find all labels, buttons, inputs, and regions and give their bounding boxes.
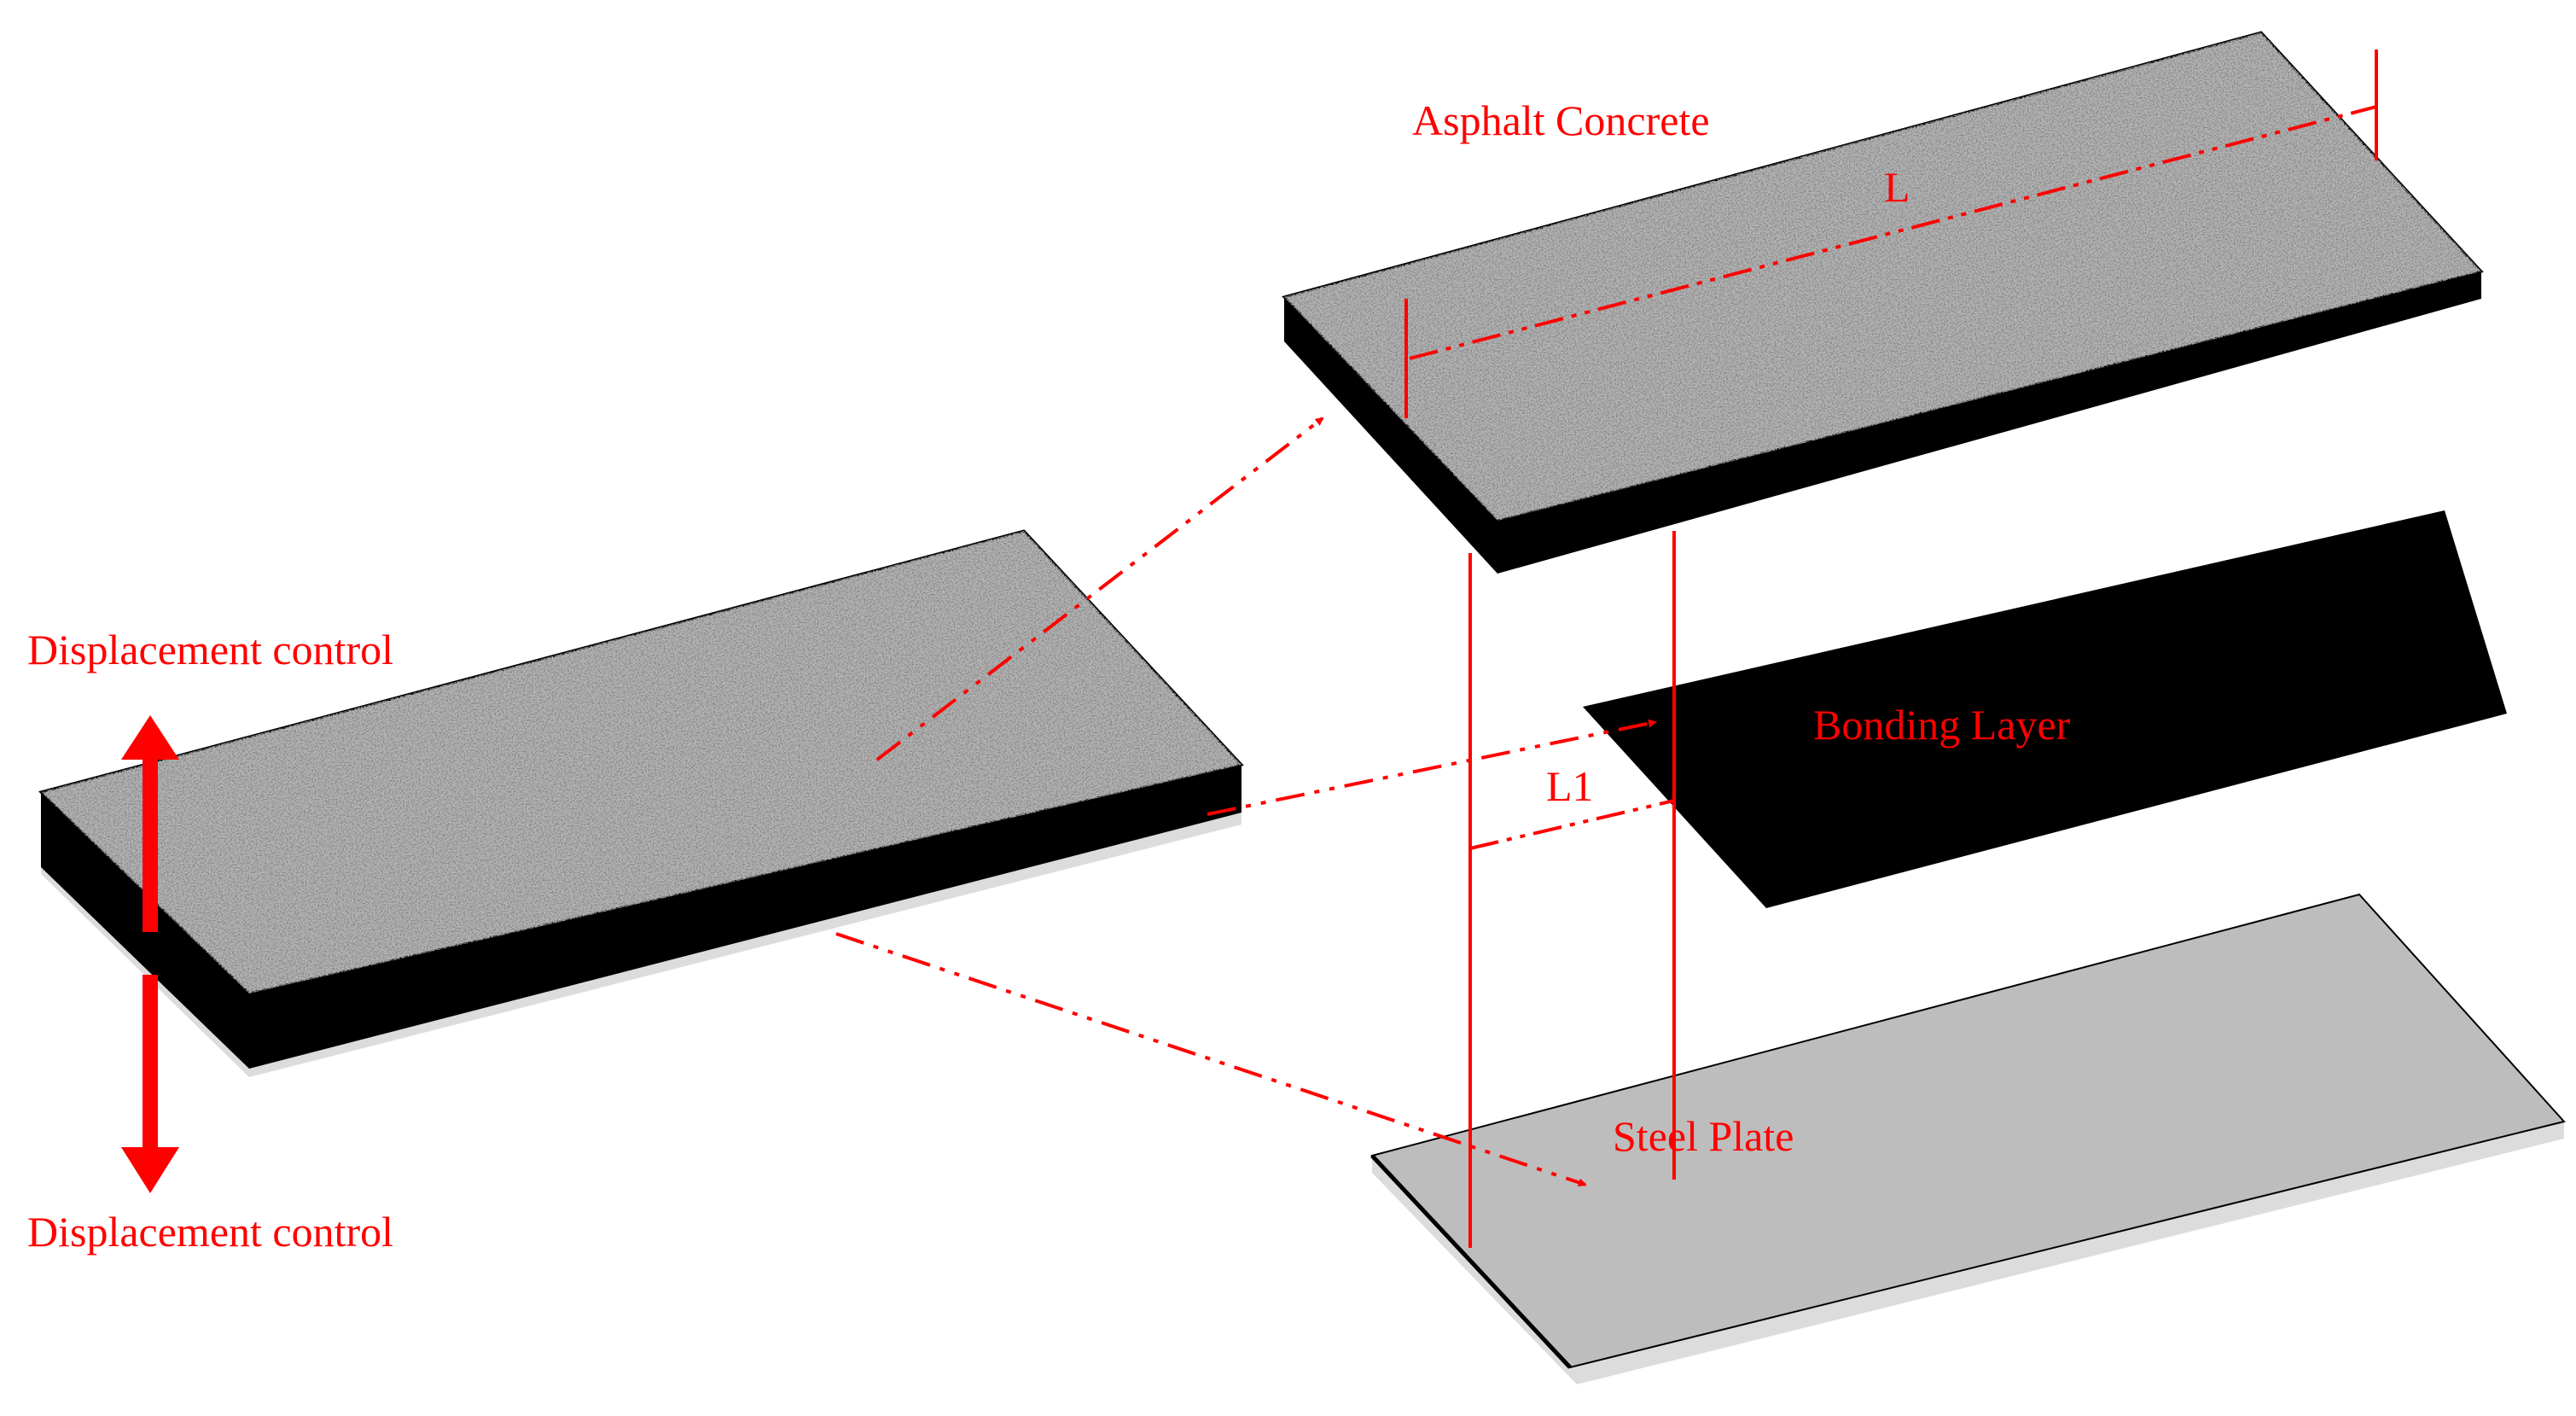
- asphalt-top-texture: [1284, 32, 2481, 521]
- displacement-arrow-up-shaft: [142, 758, 158, 932]
- steel-plate-front-edge: [1370, 1154, 1572, 1369]
- displacement-arrow-up-head: [121, 715, 179, 760]
- assembled-specimen: [38, 529, 1244, 1077]
- steel-plate-layer: [1370, 893, 2566, 1384]
- steel-plate-top-face: [1370, 893, 2566, 1369]
- assembled-asphalt-texture: [41, 531, 1241, 994]
- label-dimension-L1: L1: [1546, 762, 1594, 810]
- label-asphalt-concrete: Asphalt Concrete: [1412, 96, 1710, 144]
- text-labels: Asphalt Concrete L Bonding Layer L1 Stee…: [27, 96, 2071, 1256]
- displacement-control-arrows: [121, 715, 179, 1193]
- label-displacement-control-bottom: Displacement control: [27, 1208, 393, 1256]
- dimension-L1-line: [1469, 799, 1675, 850]
- label-bonding-layer: Bonding Layer: [1813, 701, 2071, 749]
- assembled-side-face-front: [41, 765, 1241, 1069]
- label-dimension-L: L: [1884, 163, 1910, 211]
- label-displacement-control-top: Displacement control: [27, 626, 393, 673]
- arrow-to-bonding-layer: [1207, 719, 1657, 816]
- arrow-to-steel-plate: [835, 932, 1587, 1187]
- arrow-to-asphalt: [875, 417, 1324, 761]
- annotations: [835, 50, 2378, 1248]
- displacement-arrow-down-head: [121, 1147, 179, 1193]
- asphalt-concrete-layer: [1282, 31, 2484, 574]
- dimension-L-line: [1409, 105, 2377, 360]
- displacement-arrow-down-shaft: [142, 975, 158, 1149]
- bonding-layer-sheet: [1583, 510, 2507, 908]
- label-steel-plate: Steel Plate: [1613, 1112, 1794, 1160]
